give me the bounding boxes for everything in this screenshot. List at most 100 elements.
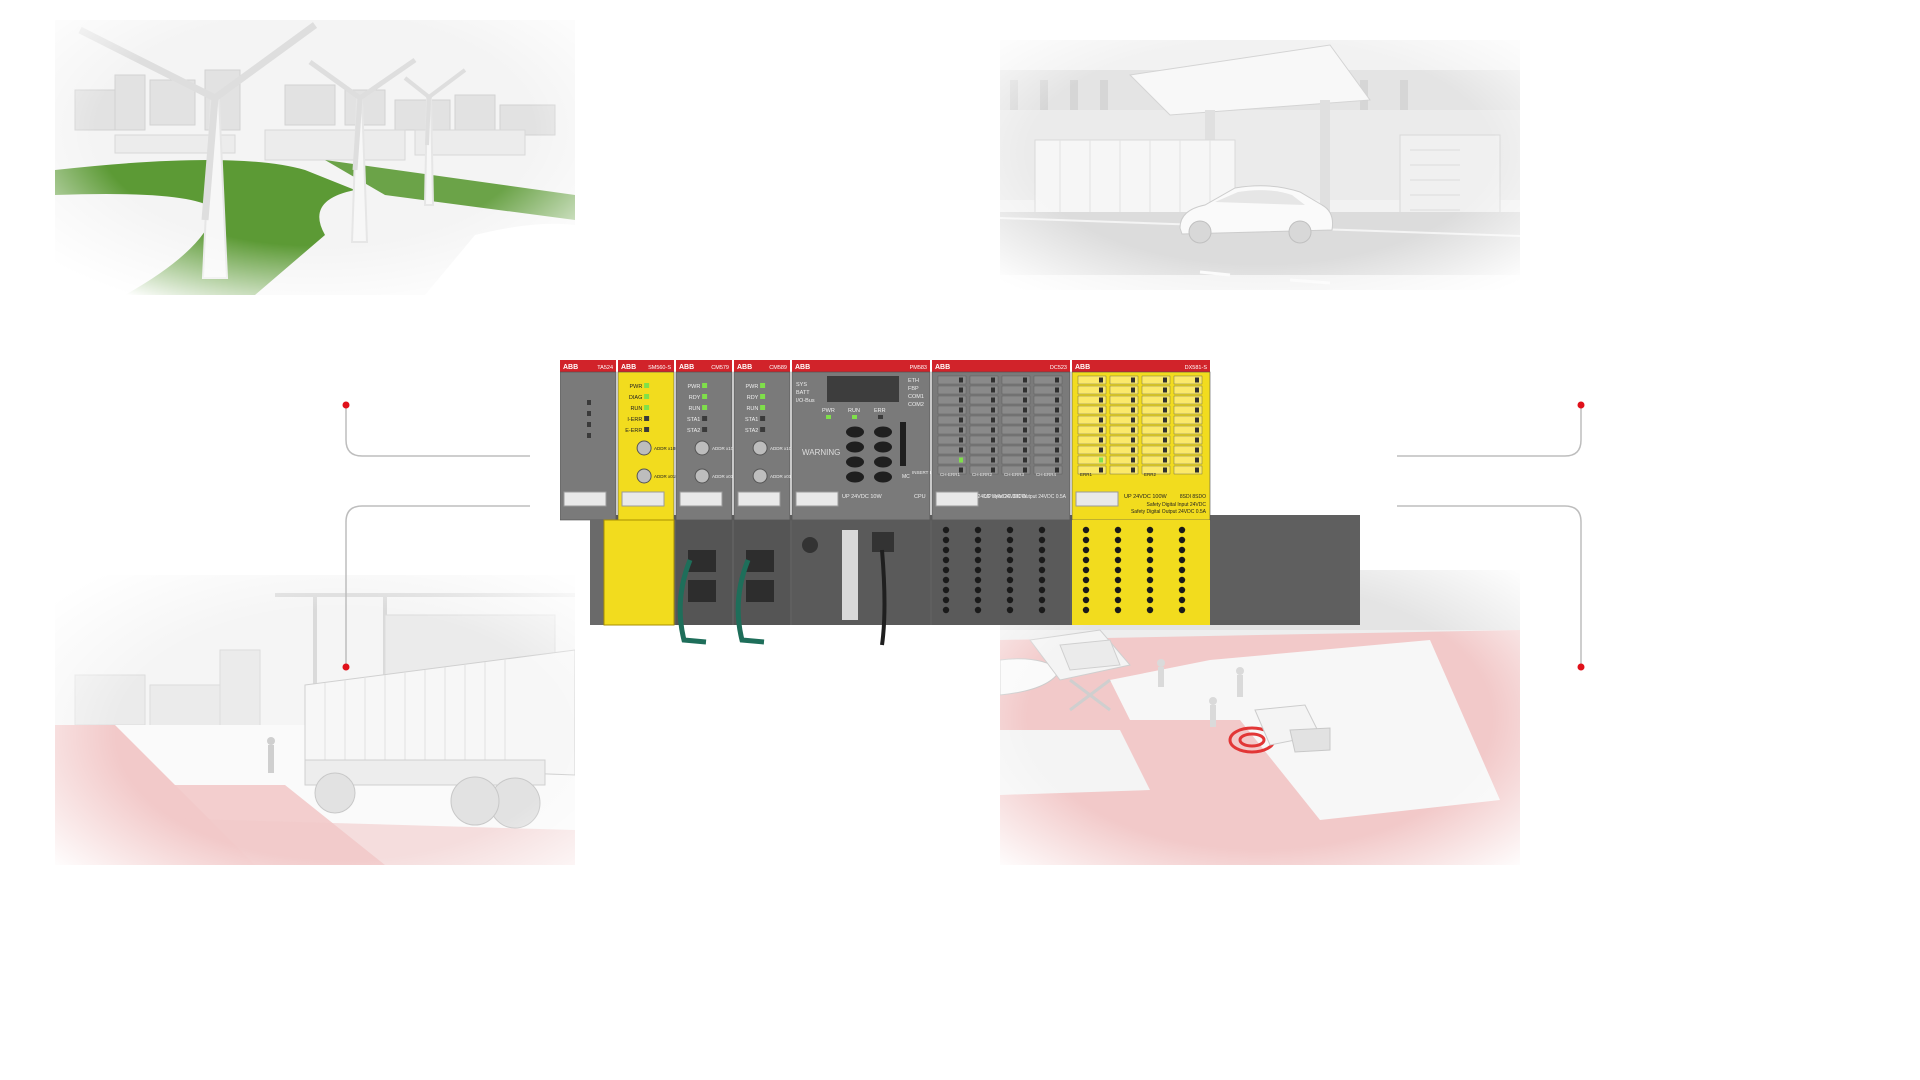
- io-channel-cell: [1077, 395, 1107, 405]
- module-label: STA2: [745, 428, 758, 434]
- terminal-base: [932, 520, 1070, 625]
- io-channel-cell: [1033, 465, 1063, 475]
- cpu-display: [827, 376, 899, 402]
- status-led: [587, 422, 591, 427]
- rotary-switch-icon: [752, 468, 768, 484]
- rotary-switch-icon: [694, 468, 710, 484]
- status-led: [702, 394, 708, 399]
- terminal-screw: [1082, 536, 1090, 544]
- io-channel-cell: [1077, 445, 1107, 455]
- io-channel-cell: [1109, 385, 1139, 395]
- module-label: ADDR x01H: [712, 474, 737, 479]
- status-led: [1195, 377, 1199, 383]
- terminal-screw: [1178, 596, 1186, 604]
- module-label: ABB: [1075, 364, 1090, 371]
- module-label: PWR: [688, 384, 701, 390]
- io-channel-cell: [1173, 385, 1203, 395]
- io-channel-cell: [1173, 415, 1203, 425]
- status-led: [959, 427, 963, 433]
- io-channel-cell: [1033, 405, 1063, 415]
- io-channel-cell: [1033, 455, 1063, 465]
- module-label: STA2: [687, 428, 700, 434]
- ethernet-port-icon: [746, 580, 774, 602]
- module-label: ADDR x01H: [654, 474, 679, 479]
- module-label: DIAG: [629, 395, 642, 401]
- io-channel-cell: [969, 455, 999, 465]
- module-label: RUN: [688, 406, 700, 412]
- terminal-screw: [974, 596, 982, 604]
- io-channel-cell: [937, 395, 967, 405]
- terminal-screw: [974, 606, 982, 614]
- status-led: [702, 383, 708, 388]
- module-label: ADDR x01H: [770, 474, 795, 479]
- cpu-keypad-button: [846, 426, 864, 438]
- terminal-screw: [1146, 546, 1154, 554]
- status-led: [1055, 377, 1059, 383]
- io-channel-cell: [969, 445, 999, 455]
- io-channel-cell: [1001, 465, 1031, 475]
- io-channel-cell: [969, 425, 999, 435]
- io-channel-cell: [1077, 405, 1107, 415]
- module-label: STA1: [687, 417, 700, 423]
- terminal-screw: [942, 536, 950, 544]
- io-channel-cell: [1109, 445, 1139, 455]
- network-cable: [880, 549, 887, 646]
- module-label: PWR: [822, 408, 835, 414]
- status-led: [702, 427, 708, 432]
- io-channel-cell: [1033, 385, 1063, 395]
- status-led: [1099, 377, 1103, 383]
- terminal-screw: [942, 576, 950, 584]
- terminal-screw: [1114, 596, 1122, 604]
- connector-dot: [342, 401, 350, 409]
- io-channel-cell: [1109, 375, 1139, 385]
- io-channel-cell: [1001, 405, 1031, 415]
- status-led: [991, 377, 995, 383]
- terminal-screw: [1006, 566, 1014, 574]
- status-led: [1023, 397, 1027, 403]
- terminal-screw: [1082, 606, 1090, 614]
- cpu-keypad-button: [846, 441, 864, 453]
- cpu-keypad-button: [874, 456, 892, 468]
- module-label: COM1: [908, 394, 924, 400]
- io-channel-cell: [937, 465, 967, 475]
- status-led: [1195, 437, 1199, 443]
- module-label: ABB: [621, 364, 636, 371]
- memory-card-slot: [900, 422, 906, 466]
- module-label: ERR1: [1080, 472, 1093, 477]
- terminal-screw: [1038, 576, 1046, 584]
- terminal-screw: [1146, 586, 1154, 594]
- terminal-screw: [974, 576, 982, 584]
- io-channel-cell: [1033, 415, 1063, 425]
- terminal-screw: [1006, 606, 1014, 614]
- io-channel-cell: [1077, 465, 1107, 475]
- status-led: [959, 387, 963, 393]
- module-label: 24DC Input 24VDC Output 24VDC 0.5A: [978, 494, 1067, 500]
- status-led: [991, 427, 995, 433]
- status-led: [991, 397, 995, 403]
- terminal-screw: [1178, 606, 1186, 614]
- module-header: [676, 360, 732, 372]
- module-header: [932, 360, 1070, 372]
- status-led: [878, 415, 883, 419]
- status-led: [1195, 417, 1199, 423]
- status-led: [1131, 427, 1135, 433]
- module-label: BATT: [796, 390, 810, 396]
- connector-dot: [1577, 663, 1585, 671]
- module-label: RUN: [746, 406, 758, 412]
- status-led: [1163, 387, 1167, 393]
- status-led: [644, 416, 650, 421]
- status-led: [644, 394, 650, 399]
- status-led: [1055, 457, 1059, 463]
- terminal-screw: [942, 556, 950, 564]
- module-label-tab: [737, 491, 781, 507]
- cpu-keypad-button: [846, 471, 864, 483]
- connector-dot: [1577, 401, 1585, 409]
- io-channel-cell: [1033, 445, 1063, 455]
- status-led: [702, 405, 708, 410]
- module-label-tab: [621, 491, 665, 507]
- status-led: [1099, 457, 1103, 463]
- status-led: [1099, 397, 1103, 403]
